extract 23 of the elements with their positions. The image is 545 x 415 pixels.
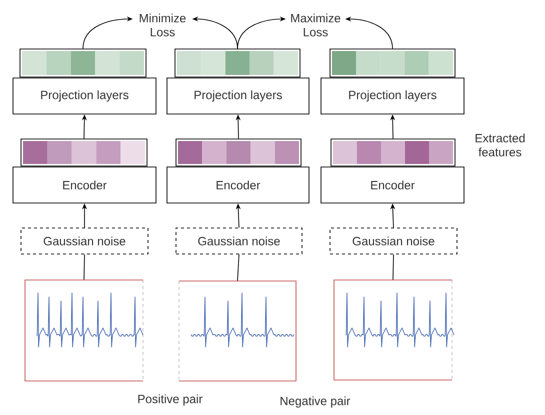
process-box: Projection layers [166,78,310,114]
process-box: Projection layers [320,78,464,114]
feature-vector [20,48,146,78]
loss-label: Minimize Loss [140,14,186,36]
feature-vector [174,48,300,78]
picture [178,280,296,382]
picture [334,280,454,380]
noise-box: Gaussian noise [176,228,302,254]
process-box: Projection layers [12,78,156,114]
feature-vector [176,138,302,166]
feature-caption: Extracted features [476,134,525,156]
noise-box: Gaussian noise [330,228,458,254]
pair-label: Negative pair [280,396,350,408]
feature-vector [330,138,456,166]
feature-vector [20,138,148,166]
feature-vector [330,48,456,78]
process-box: Encoder [166,166,310,204]
process-box: Encoder [320,166,464,204]
loss-label: Maximize Loss [291,14,340,36]
process-box: Encoder [12,166,156,204]
picture [24,280,144,382]
pair-label: Positive pair [138,394,202,406]
noise-box: Gaussian noise [20,228,148,254]
